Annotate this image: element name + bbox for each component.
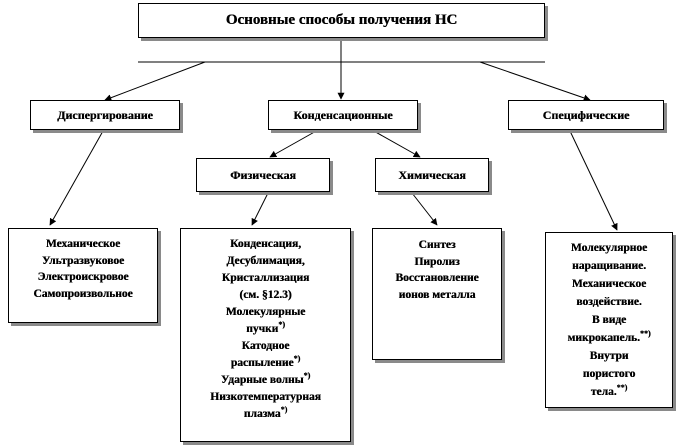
list-item: Самопроизвольное xyxy=(33,287,133,300)
list-item: Синтез xyxy=(418,239,456,251)
list-item-text: пучки xyxy=(246,323,279,335)
list-item: Ультразвуковое xyxy=(41,254,125,267)
list-item-text: тела. xyxy=(590,386,617,398)
list-item: плазма*) xyxy=(244,406,287,423)
footnote-marker: *) xyxy=(280,405,288,415)
footnote-marker: *) xyxy=(293,354,301,364)
list-item: Конденсация, xyxy=(229,238,302,250)
physical-methods-list: Конденсация, Десублимация, Кристаллизация (… xyxy=(180,228,351,442)
physical-box: Физическая xyxy=(196,158,330,192)
arrow-to-chemical-list xyxy=(411,192,438,226)
list-item: Механическое xyxy=(45,238,121,250)
list-item: Кристаллизация xyxy=(221,272,310,284)
arrow-to-specific-list xyxy=(569,130,618,231)
footnote-marker: **) xyxy=(616,383,628,393)
list-item: тела.**) xyxy=(591,383,628,401)
list-item: Молекулярные xyxy=(225,306,306,318)
list-item-text: микрокапель. xyxy=(567,332,640,344)
arrow-to-chemical xyxy=(371,129,421,158)
list-item-text: Ударные волны xyxy=(220,374,304,386)
specific-box: Специфические xyxy=(508,100,664,130)
footnote-marker: **) xyxy=(639,329,651,339)
chemical-label: Химическая xyxy=(398,167,466,182)
arrow-to-dispersion-list xyxy=(49,130,104,226)
list-item: (см. §12.3) xyxy=(239,289,292,301)
list-item: распыление*) xyxy=(231,355,300,372)
list-item: Внутри xyxy=(589,350,629,362)
list-item: наращивание. xyxy=(571,260,647,272)
physical-label: Физическая xyxy=(230,167,296,182)
list-item: воздействие. xyxy=(576,296,642,308)
list-item: Молекулярное xyxy=(570,242,648,254)
list-item: Электроискровое xyxy=(37,271,129,283)
footnote-marker: *) xyxy=(303,371,311,381)
diagram-title: Основные способы получения НС xyxy=(225,12,458,28)
list-item-text: распыление xyxy=(230,357,294,369)
arrow-to-dispersion xyxy=(104,61,206,102)
chemical-box: Химическая xyxy=(375,158,489,192)
list-item: Ударные волны*) xyxy=(221,372,310,389)
condensation-label: Конденсационные xyxy=(293,107,393,122)
list-item: В виде xyxy=(591,314,627,326)
list-item: Низкотемпературная xyxy=(210,391,321,403)
dispersion-label: Диспергирование xyxy=(57,107,153,122)
list-item: пористого xyxy=(582,368,636,380)
arrow-to-physical xyxy=(269,129,319,158)
list-item: Десублимация, xyxy=(226,255,305,267)
specific-methods-list: Молекулярное наращивание. Механическое возд… xyxy=(545,232,673,408)
dispersion-box: Диспергирование xyxy=(30,100,180,130)
list-item: Пиролиз xyxy=(414,255,460,268)
condensation-box: Конденсационные xyxy=(268,100,418,130)
list-item: Восстановление xyxy=(395,272,479,284)
list-item: ионов металла xyxy=(398,288,476,301)
title-box: Основные способы получения НС xyxy=(138,3,545,38)
specific-label: Специфические xyxy=(542,107,630,122)
footnote-marker: *) xyxy=(278,320,285,330)
arrow-to-specific xyxy=(479,61,591,102)
list-item-text: плазма xyxy=(243,408,281,420)
arrow-to-physical-list xyxy=(251,192,269,226)
list-item: пучки*) xyxy=(246,321,285,338)
list-item: Катодное xyxy=(241,340,290,352)
list-item: микрокапель.**) xyxy=(567,329,650,347)
list-item: Механическое xyxy=(571,278,647,290)
